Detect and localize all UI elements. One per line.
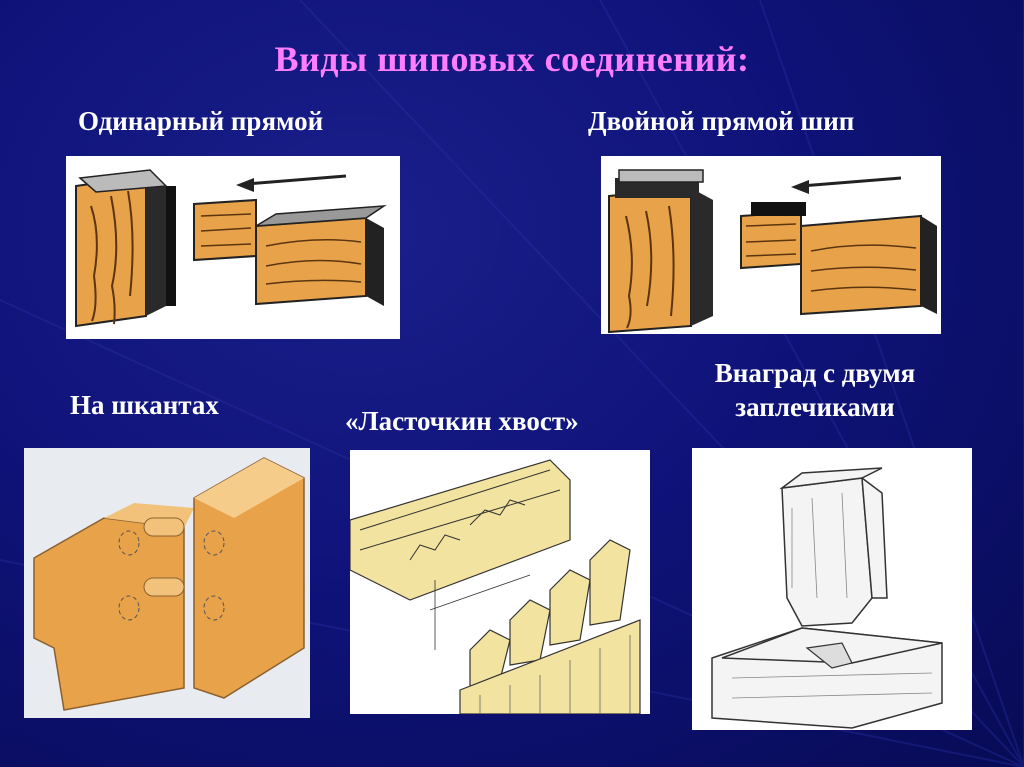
label-dovetail: «Ласточкин хвост» (345, 406, 579, 436)
image-housing-two-shoulders (692, 448, 972, 730)
image-dovetail-joint (350, 450, 650, 714)
slide-title: Виды шиповых соединений: (274, 39, 750, 79)
label-housing-line1: Внаград с двумя (714, 358, 916, 388)
label-housing-two-shoulders: Внаград с двумя заплечиками (680, 356, 950, 424)
label-housing-line2: заплечиками (735, 392, 895, 422)
image-single-straight-tenon (66, 156, 400, 339)
label-single-straight: Одинарный прямой (78, 106, 324, 136)
image-double-straight-tenon (601, 156, 941, 334)
image-dowel-joint (24, 448, 310, 718)
label-double-straight: Двойной прямой шип (588, 106, 855, 136)
label-dowels: На шкантах (70, 390, 219, 420)
